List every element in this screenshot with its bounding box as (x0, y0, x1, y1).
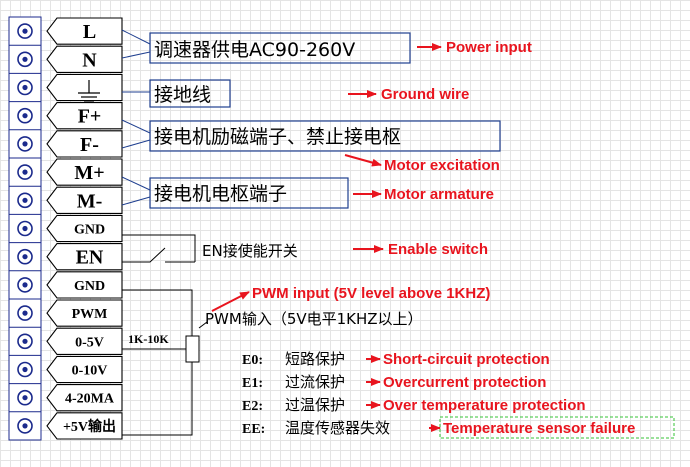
terminal-cell (46, 384, 123, 412)
enable-switch (122, 234, 196, 263)
ground-label-box (149, 79, 231, 108)
terminal-label: M- (77, 190, 103, 212)
screw-terminal-dot-icon (22, 254, 28, 260)
terminal-cell (46, 45, 123, 73)
ground-cn-label: 接地线 (154, 84, 211, 106)
enable-cn-label: EN接使能开关 (202, 242, 298, 260)
power-cn-label: 调速器供电AC90-260V (154, 39, 355, 61)
terminal-label: GND (74, 279, 105, 294)
error-en-label: Temperature sensor failure (443, 420, 635, 437)
ground-symbol-icon (78, 80, 100, 102)
resistor-label: 1K-10K (128, 332, 169, 346)
terminal-cell (46, 102, 123, 130)
terminal-cell (46, 186, 123, 214)
terminal-cell (46, 355, 123, 384)
error-en-label: Over temperature protection (383, 397, 586, 414)
screw-terminal-dot-icon (22, 395, 28, 401)
error-cn-label: 过温保护 (285, 396, 345, 414)
annotation-arrows (211, 43, 442, 432)
terminal-label: M+ (74, 162, 104, 184)
terminal-label: +5V输出 (63, 418, 116, 435)
screw-terminal-dot-icon (22, 366, 28, 373)
terminal-cell (46, 327, 123, 355)
terminal-label: 4-20MA (65, 392, 115, 407)
excitation-bracket (121, 119, 151, 149)
terminal-cell (46, 17, 123, 45)
error-code: E1: (242, 376, 263, 391)
excitation-cn-label: 接电机励磁端子、禁止接电枢 (154, 126, 401, 148)
terminal-cell (46, 243, 123, 271)
enable-en-label: Enable switch (388, 241, 488, 258)
screw-terminal-dot-icon (22, 197, 28, 203)
screw-terminal-dot-icon (22, 56, 28, 62)
excitation-en-label: Motor excitation (384, 157, 500, 174)
error-en-label: Overcurrent protection (383, 374, 546, 391)
armature-cn-label: 接电机电枢端子 (154, 183, 287, 205)
highlight-box (439, 416, 675, 439)
terminal-label: L (83, 21, 96, 43)
error-code: EE: (242, 422, 265, 437)
terminal-label: N (82, 49, 97, 71)
screw-terminal-dot-icon (22, 282, 28, 288)
terminal-label: EN (76, 247, 104, 269)
terminal-cell (46, 271, 123, 299)
ground-en-label: Ground wire (381, 86, 469, 103)
armature-bracket (121, 176, 151, 206)
error-code-list: E0: 短路保护 Short-circuit protection E1: 过流… (242, 350, 675, 439)
screw-terminal-dot-icon (22, 310, 28, 316)
terminal-label: F- (80, 134, 99, 156)
screw-terminal-dot-icon (22, 84, 28, 91)
screw-terminal-dot-icon (22, 28, 28, 34)
terminal-label: PWM (72, 307, 108, 322)
terminal-label: 0-10V (72, 364, 108, 379)
error-cn-label: 过流保护 (285, 373, 345, 391)
power-label-box (149, 32, 411, 64)
terminal-label: F+ (78, 106, 102, 128)
screw-terminal-dot-icon (22, 338, 28, 344)
terminal-cell (46, 299, 123, 327)
screw-terminal-dot-icon (22, 141, 28, 147)
error-code: E0: (242, 353, 263, 368)
terminal-cell (46, 214, 123, 243)
terminal-cell (46, 158, 123, 186)
pwm-en-label: PWM input (5V level above 1KHZ) (252, 285, 490, 302)
terminal-label: 0-5V (75, 335, 104, 350)
armature-label-box (149, 177, 349, 209)
screw-terminal-dot-icon (22, 169, 28, 175)
screw-terminal-dot-icon (22, 113, 28, 119)
armature-en-label: Motor armature (384, 186, 494, 203)
terminal-cell (46, 130, 123, 158)
error-cn-label: 温度传感器失效 (285, 419, 390, 437)
potentiometer-wiring (122, 289, 208, 436)
pwm-cn-label: PWM输入（5V电平1KHZ以上） (205, 310, 423, 328)
screw-terminal-dot-icon (22, 225, 28, 232)
error-en-label: Short-circuit protection (383, 351, 550, 368)
power-bracket (121, 29, 151, 59)
terminal-block: LN F+ F- M+ M- GND EN GND PWM 0-5V 0-10V 4-20MA +5V输… (8, 16, 123, 441)
terminal-label: GND (74, 223, 105, 238)
screw-terminal-dot-icon (22, 423, 28, 429)
terminal-cell (46, 412, 123, 440)
power-en-label: Power input (446, 39, 532, 56)
error-code: E2: (242, 399, 263, 414)
excitation-label-box (149, 120, 501, 152)
error-cn-label: 短路保护 (285, 350, 345, 368)
